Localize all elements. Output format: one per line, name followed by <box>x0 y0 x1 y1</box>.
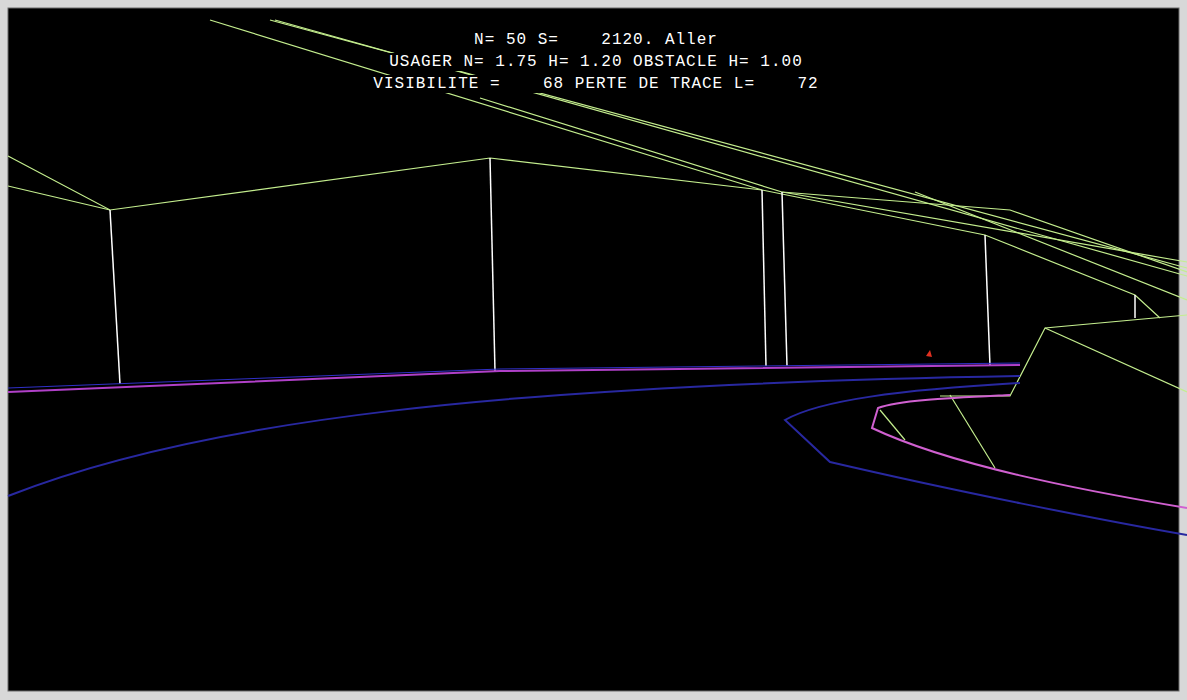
post <box>110 210 120 384</box>
terrain-line <box>8 186 110 210</box>
terrain-line <box>270 20 1187 268</box>
terrain-line <box>940 315 1187 396</box>
road-edge <box>8 376 1020 496</box>
status-text: VISIBILITE = 68 PERTE DE TRACE L= 72 <box>371 75 820 93</box>
post <box>782 192 787 366</box>
terrain-line <box>1045 328 1187 392</box>
road-edges <box>8 363 1187 535</box>
view-background <box>8 8 1179 691</box>
terrain-line <box>782 192 1187 272</box>
terrain-line <box>950 395 995 468</box>
terrain-lines <box>8 20 1187 468</box>
obstacle-marker <box>926 350 932 357</box>
road-edge <box>8 363 1020 388</box>
post <box>985 235 990 366</box>
posts <box>110 158 1135 384</box>
terrain-line <box>880 410 905 440</box>
terrain-line <box>915 192 1187 300</box>
terrain-line <box>210 20 762 190</box>
road-edge <box>785 383 1187 535</box>
post <box>1134 295 1136 318</box>
status-text: USAGER N= 1.75 H= 1.20 OBSTACLE H= 1.00 <box>387 53 804 71</box>
terrain-line <box>275 20 1187 276</box>
island-edge <box>872 395 1187 508</box>
post <box>490 158 495 371</box>
status-text: N= 50 S= 2120. Aller <box>472 31 720 49</box>
post <box>762 190 766 366</box>
terrain-line <box>480 98 1187 262</box>
